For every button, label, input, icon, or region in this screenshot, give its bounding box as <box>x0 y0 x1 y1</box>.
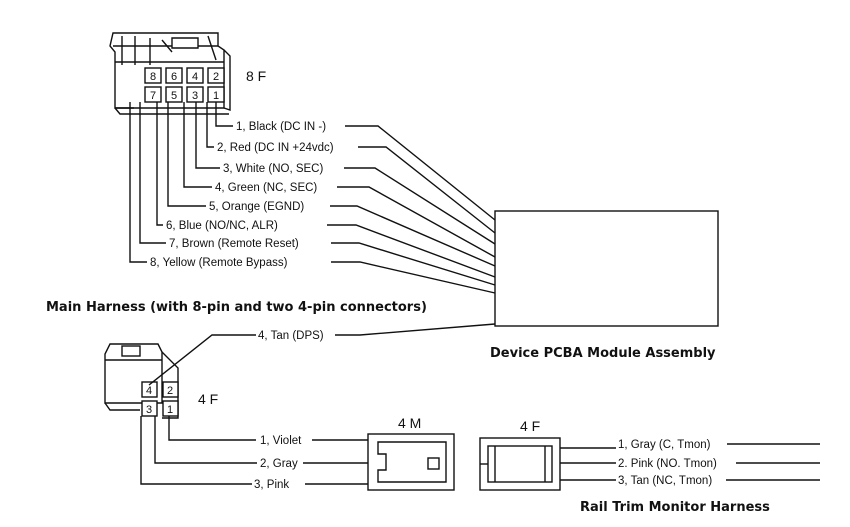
pin-2-small-label: 2 <box>167 385 173 397</box>
connector-8f-label: 8 F <box>246 68 266 84</box>
pin-1-small-label: 1 <box>167 404 173 416</box>
rail-harness-title: Rail Trim Monitor Harness <box>580 500 770 515</box>
dps-wire <box>148 334 256 386</box>
pin-5-label: 5 <box>171 90 177 102</box>
connector-8f: 8 6 4 2 7 5 3 1 8 F <box>109 32 266 115</box>
main-harness-title: Main Harness (with 8-pin and two 4-pin c… <box>46 300 427 315</box>
connector-4f-rail-label: 4 F <box>520 418 540 434</box>
pin-3-small-label: 3 <box>146 404 152 416</box>
pin-6-label: 6 <box>171 71 177 83</box>
main-wire-labels: 1, Black (DC IN -) 2, Red (DC IN +24vdc)… <box>150 121 334 269</box>
pin-1-label: 1 <box>213 90 219 102</box>
dps-wire-label: 4, Tan (DPS) <box>258 330 324 342</box>
connector-4f-rail: 4 F <box>479 418 561 491</box>
rail-wire-pink-label: 2. Pink (NO. Tmon) <box>618 458 717 470</box>
wire-gray-label: 2, Gray <box>260 458 298 470</box>
connector-4f-main: 4 2 3 1 4 F <box>104 343 218 419</box>
main-harness-wires <box>129 102 496 294</box>
wire-4-green-label: 4, Green (NC, SEC) <box>215 182 317 194</box>
wire-1-black-label: 1, Black (DC IN -) <box>236 121 326 133</box>
rail-wire-gray-label: 1, Gray (C, Tmon) <box>618 439 711 451</box>
wire-8-yellow-label: 8, Yellow (Remote Bypass) <box>150 257 288 269</box>
pin-4-small-label: 4 <box>146 385 152 397</box>
wire-3-white-label: 3, White (NO, SEC) <box>223 163 323 175</box>
wire-violet-label: 1, Violet <box>260 435 302 447</box>
wire-pink-label: 3, Pink <box>254 479 289 491</box>
device-title: Device PCBA Module Assembly <box>490 346 716 361</box>
small-harness-wires <box>140 416 368 485</box>
wire-2-red-label: 2, Red (DC IN +24vdc) <box>217 142 334 154</box>
pin-4-label: 4 <box>192 71 198 83</box>
device-module-box <box>494 210 719 327</box>
pin-3-label: 3 <box>192 90 198 102</box>
wire-7-brown-label: 7, Brown (Remote Reset) <box>169 238 299 250</box>
pin-8-label: 8 <box>150 71 156 83</box>
pin-7-label: 7 <box>150 90 156 102</box>
wire-5-orange-label: 5, Orange (EGND) <box>209 201 304 213</box>
rail-wire-tan-label: 3, Tan (NC, Tmon) <box>618 475 712 487</box>
connector-4m-label: 4 M <box>398 415 421 431</box>
connector-4m: 4 M <box>367 415 455 491</box>
pin-2-label: 2 <box>213 71 219 83</box>
connector-4f-label: 4 F <box>198 391 218 407</box>
wire-6-blue-label: 6, Blue (NO/NC, ALR) <box>166 220 278 232</box>
dps-wire-to-device <box>335 323 496 336</box>
rail-harness-wires <box>560 443 820 481</box>
